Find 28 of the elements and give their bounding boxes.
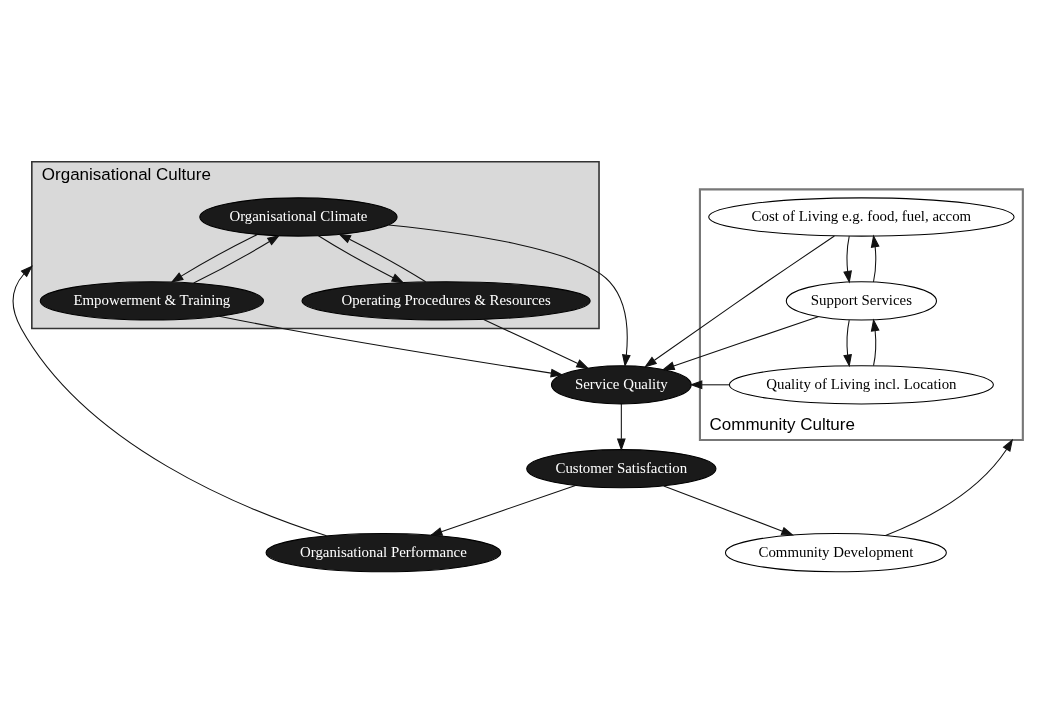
node-ellipse: Empowerment & Training: [39, 280, 264, 321]
node-ellipse: Support Services: [785, 280, 937, 321]
arrow: [843, 235, 852, 284]
arrow: [661, 315, 819, 370]
arrow: [885, 438, 1014, 536]
arrow: [616, 403, 626, 451]
arrow: [388, 223, 631, 367]
arrow: [338, 233, 427, 282]
node-ellipse: Cost of Living e.g. food, fuel, accom: [708, 196, 1015, 237]
arrow: [689, 379, 730, 389]
arrow: [12, 264, 328, 536]
arrow: [170, 233, 258, 283]
arrow: [843, 319, 852, 367]
node-ellipse: Quality of Living incl. Location: [728, 364, 994, 404]
arrow: [483, 318, 590, 369]
arrow: [429, 484, 576, 536]
node-ellipse: Customer Satisfaction: [526, 448, 717, 488]
arrow: [870, 318, 880, 366]
arrow: [218, 315, 564, 377]
node-ellipse: Organisational Performance: [265, 532, 502, 572]
arrow: [193, 234, 281, 284]
arrow: [644, 235, 835, 368]
arrow: [317, 234, 405, 283]
arrow: [870, 234, 880, 283]
node-ellipse: Operating Procedures & Resources: [301, 280, 591, 321]
node-ellipse: Community Development: [724, 532, 947, 572]
arrow: [663, 484, 794, 536]
node-ellipse: Organisational Climate: [199, 196, 398, 237]
